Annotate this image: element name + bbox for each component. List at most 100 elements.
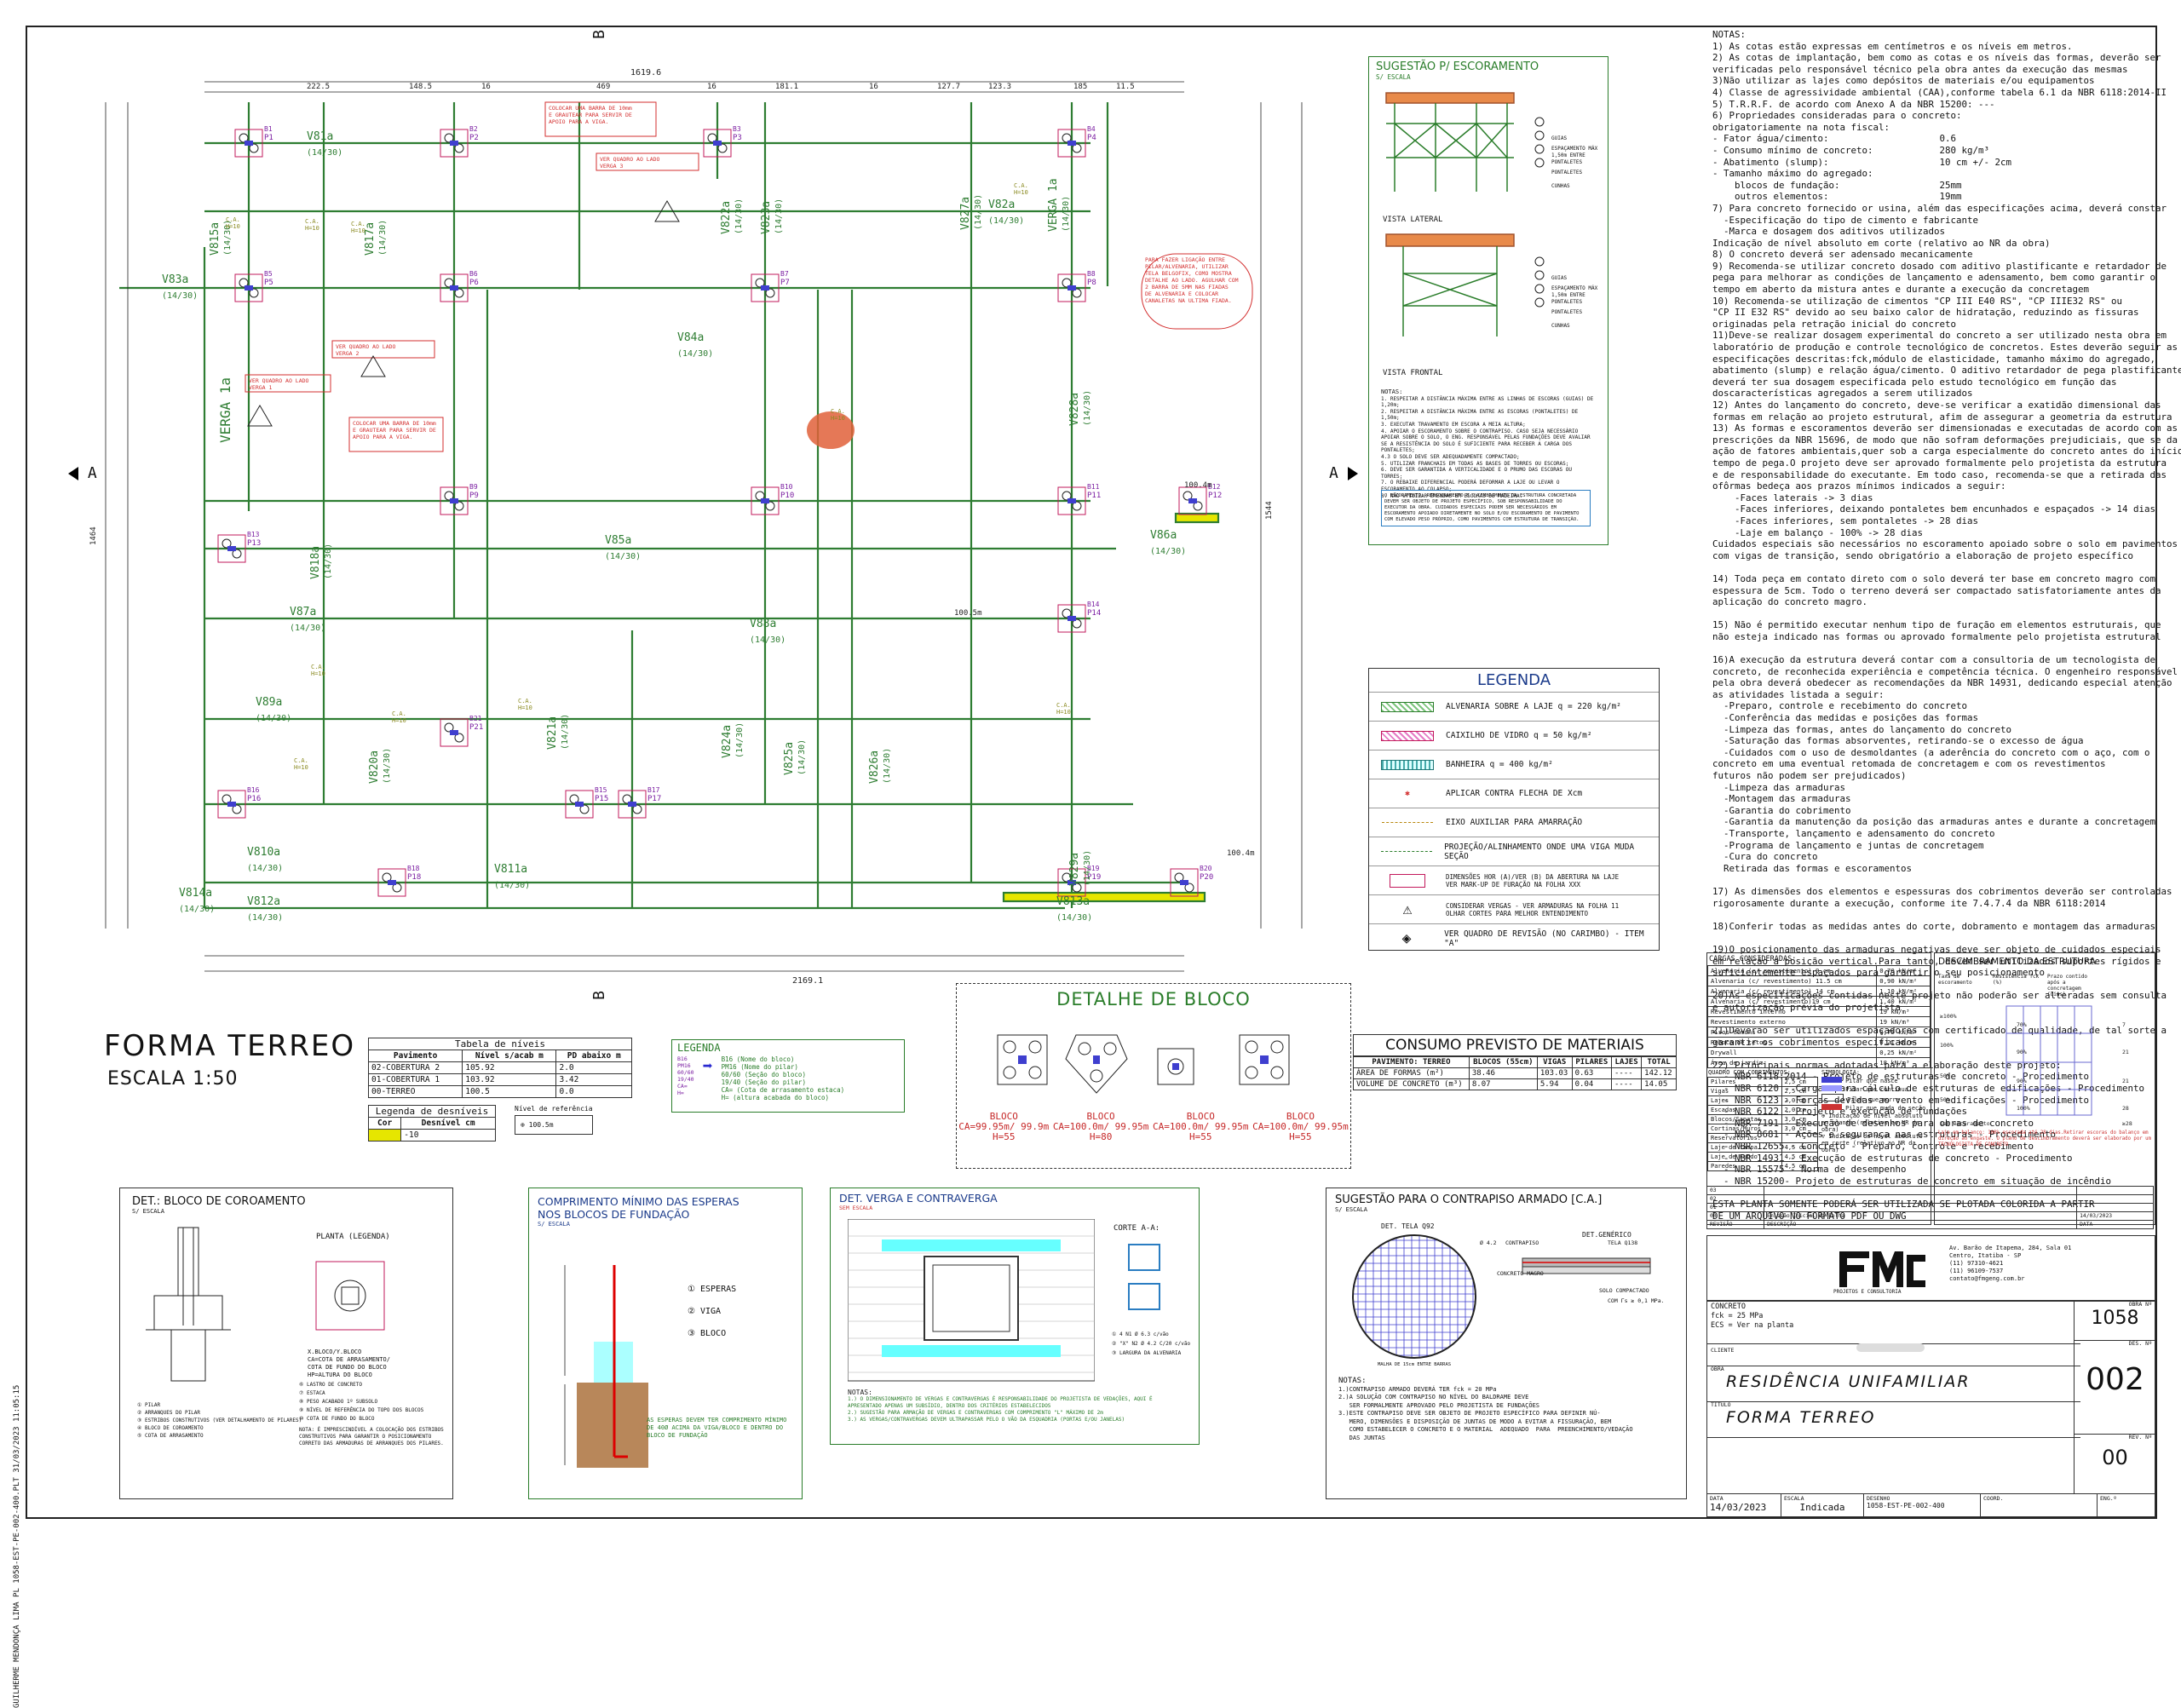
unshoring-value: 90%	[2017, 1049, 2027, 1055]
loads-cell: 0,21 kN/m²	[1876, 1037, 1931, 1048]
pile-cap-plan-title: PLANTA (LEGENDA)	[316, 1233, 390, 1241]
shoring-view-lateral: VISTA LATERAL	[1383, 216, 1443, 224]
beam-section-label: (14/30)	[1150, 547, 1186, 556]
pile-cap-plan-labels: X.BLOCO/Y.BLOCO CA=COTA DE ARRASAMENTO/ …	[308, 1349, 390, 1378]
pile-circle	[444, 133, 454, 143]
pillar	[377, 868, 406, 897]
dim-text: 1464	[89, 526, 98, 545]
subfloor-title: SUGESTÃO PARA O CONTRAPISO ARMADO [C.A.]	[1335, 1193, 1603, 1206]
beam-label: V822a	[720, 201, 733, 234]
date-value: 14/03/2023	[1710, 1502, 1767, 1513]
pile-circle	[222, 794, 232, 804]
pile-circle	[632, 804, 642, 814]
block-detail-drawings	[997, 1034, 1290, 1094]
revision-cell: 03	[1706, 1186, 1765, 1195]
consumption-cell: ----	[1610, 1067, 1643, 1079]
ca-label: C.A.	[351, 221, 365, 227]
pillar-section	[450, 730, 458, 735]
block-label: B5	[264, 270, 273, 278]
section-marker-a-left: A	[68, 464, 97, 482]
shoring-note: 5. UTILIZAR FRANCHAIS EM TODAS AS BASES …	[1381, 460, 1569, 467]
revision-cell: 00	[1706, 1211, 1765, 1221]
lintel-section-title: CORTE A-A:	[1114, 1224, 1160, 1233]
structural-plan: B1P1B2P2B3P3B4P4B5P5B6P6B7P7B8P8B9P9B10P…	[89, 68, 1303, 986]
pillar-block-outline	[1057, 604, 1086, 633]
level-drop-strip	[1174, 512, 1220, 524]
shoring-label: ESPAÇAMENTO MÁX 1,50m ENTRE PONTALETES	[1551, 146, 1598, 165]
level-legend-color	[367, 1129, 402, 1142]
coord-label: COORD.	[1983, 1495, 2004, 1502]
revision-cell	[2076, 1186, 2154, 1195]
pile-circle	[1062, 278, 1072, 288]
beam-label: V84a	[677, 331, 704, 344]
block-label: B14	[1087, 601, 1100, 608]
level-mark: 100.4m	[1227, 849, 1255, 858]
lintel-legend: ① 4 N1 Ø 6.3 c/vão ② "X" N2 Ø 4.2 C/20 c…	[1112, 1331, 1191, 1356]
cover-cell: Pilares	[1707, 1077, 1782, 1087]
block-legend-sample: B16 PM16 60/60 19/40 CA= H=	[677, 1055, 694, 1096]
pillar-block-outline	[440, 273, 469, 302]
level-legend-title: Legenda de desníveis	[368, 1105, 496, 1117]
revision-diamond-icon: ◈	[1401, 929, 1412, 947]
callout-box	[544, 101, 657, 137]
pillar-label: P11	[1087, 492, 1101, 500]
block-name: BLOCO	[1186, 1111, 1215, 1122]
callout-box	[1141, 253, 1253, 330]
ca-label: H=10	[351, 227, 365, 234]
pillar	[1057, 129, 1086, 158]
ca-label: C.A.	[1056, 702, 1071, 709]
revision-number-label: REV. Nº	[2128, 1434, 2152, 1441]
pillar-label: P18	[407, 873, 421, 882]
consumption-cell: 142.12	[1641, 1067, 1677, 1079]
shoring-note: 8. NÃO UTILIZAR EMENDAS EM ESCORAS DE MA…	[1381, 492, 1523, 499]
loads-cell: 19 kN/m³	[1876, 1006, 1931, 1017]
block-ca: CA=100.0m/ 99.95m	[1152, 1121, 1249, 1132]
beam-label: V81a	[307, 130, 333, 143]
levels-cell: 103.92	[462, 1073, 557, 1086]
pillar-label: P21	[469, 723, 483, 732]
shoring-panel: SUGESTÃO P/ ESCORAMENTO S/ ESCALA GUIAS …	[1368, 56, 1608, 545]
pillar-section	[1067, 880, 1076, 885]
sheet-title: FORMA TERREO	[1726, 1408, 1876, 1427]
shoring-label: PONTALETES	[1551, 309, 1583, 315]
pile-circle	[232, 549, 242, 559]
cover-cell: 4,5 cm	[1781, 1161, 1819, 1171]
pile-circle	[239, 278, 249, 288]
shoring-labels-bottom: GUIAS ESPAÇAMENTO MÁX 1,50m ENTRE PONTAL…	[1551, 272, 1604, 333]
pillar-section	[1067, 498, 1076, 503]
scale-label: ESCALA	[1784, 1495, 1804, 1502]
callout-text: DE ALVENARIA E COLOCAR	[1145, 290, 1218, 297]
cover-cell: Blocos/Sapatas	[1707, 1114, 1782, 1124]
symbology-label: Pilar que morre	[1847, 1096, 1900, 1103]
unshoring-value: 70%	[2017, 1021, 2027, 1028]
shoring-title: SUGESTÃO P/ ESCORAMENTO	[1376, 60, 1539, 73]
warning-triangle-icon	[247, 405, 273, 427]
beam-label: V826a	[868, 750, 881, 784]
loads-cell: Pisos comuns	[1706, 1027, 1878, 1038]
consumption-cell: 38.46	[1468, 1067, 1538, 1079]
callout-text: COLOCAR UMA BARRA DE 10mm	[353, 420, 436, 427]
client-label: CLIENTE	[1711, 1347, 1735, 1354]
callout-text: 2 BARRA DE 5MM NAS FIADAS	[1145, 284, 1229, 290]
pillar-block-outline	[440, 129, 469, 158]
beam-section-label: (14/30)	[750, 635, 786, 645]
reference-level-title: Nível de referência	[515, 1105, 593, 1113]
pillar	[618, 790, 647, 819]
ca-label: C.A.	[305, 218, 319, 225]
beam-section-label: (14/30)	[378, 220, 388, 256]
subfloor-mesh	[1352, 1234, 1476, 1359]
ca-label: H=10	[305, 225, 319, 232]
beam-label: V817a	[364, 222, 377, 256]
ca-label: H=10	[518, 704, 532, 711]
revision-row: 03	[1706, 1186, 2154, 1195]
loads-cell: 1,10 kN/m²	[1876, 986, 1931, 997]
pillar-block-outline	[440, 718, 469, 747]
